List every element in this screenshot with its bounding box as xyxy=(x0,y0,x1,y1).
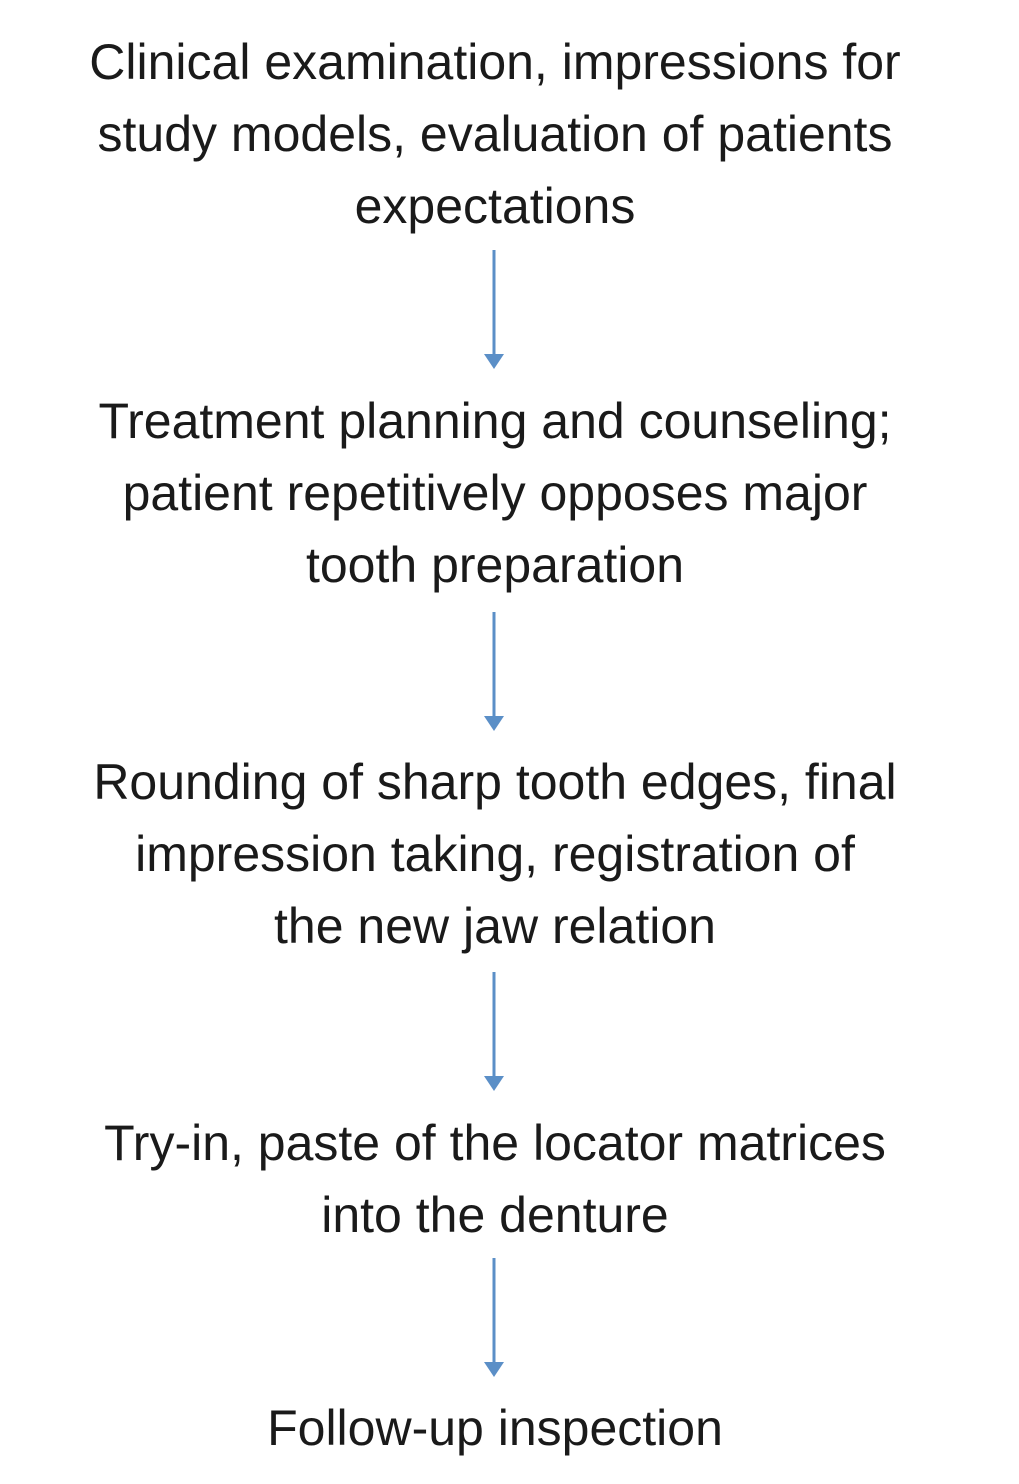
arrow-down-icon xyxy=(484,612,504,731)
step-follow-up: Follow-up inspection xyxy=(30,1392,960,1464)
step-text-line: tooth preparation xyxy=(305,537,685,593)
arrow-down-icon xyxy=(484,972,504,1091)
step-text-line: impression taking, registration of xyxy=(135,826,855,882)
step-text-line: Treatment planning and counseling; xyxy=(98,393,892,449)
step-text-line: Follow-up inspection xyxy=(267,1400,723,1456)
step-text-line: Clinical examination, impressions for xyxy=(89,34,901,90)
step-text-line: into the denture xyxy=(321,1187,669,1243)
step-rounding-tooth-edges: Rounding of sharp tooth edges, final imp… xyxy=(30,746,960,962)
step-try-in: Try-in, paste of the locator matrices in… xyxy=(30,1107,960,1251)
step-text-line: Rounding of sharp tooth edges, final xyxy=(93,754,897,810)
step-text-line: Try-in, paste of the locator matrices xyxy=(104,1115,886,1171)
step-clinical-examination: Clinical examination, impressions for st… xyxy=(30,26,960,242)
step-text-line: the new jaw relation xyxy=(274,898,716,954)
step-text-line: patient repetitively opposes major xyxy=(122,465,868,521)
arrow-down-icon xyxy=(484,250,504,369)
step-text-line: study models, evaluation of patients xyxy=(97,106,893,162)
step-treatment-planning: Treatment planning and counseling; patie… xyxy=(30,385,960,601)
step-text-line: expectations xyxy=(354,178,636,234)
arrow-down-icon xyxy=(484,1258,504,1377)
